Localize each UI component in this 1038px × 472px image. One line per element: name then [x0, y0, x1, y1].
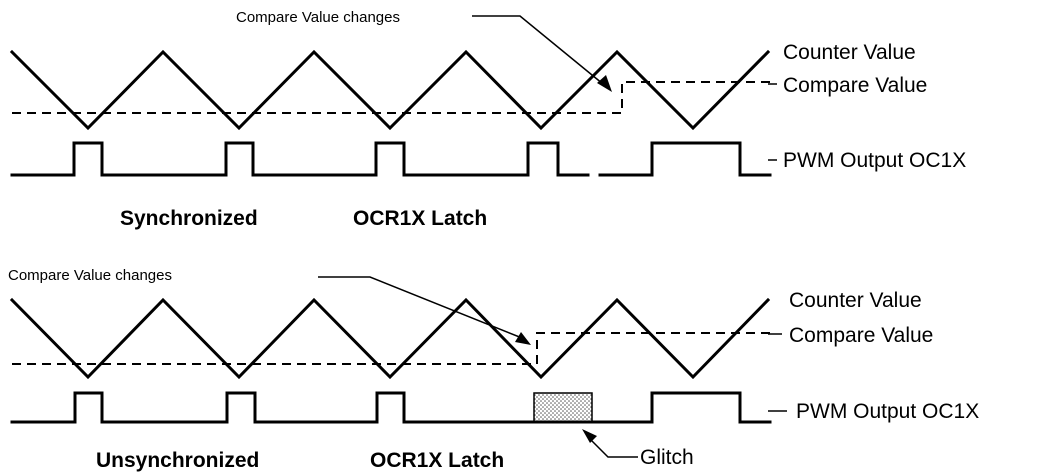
bottom-annotation-leader [318, 276, 523, 339]
bottom-counter-value-wave [9, 297, 771, 380]
bottom-annotation-arrowhead [515, 332, 531, 345]
top-compare-value-line [12, 81, 770, 114]
synchronized-panel: Compare Value changes Counter Value Comp… [9, 9, 966, 230]
glitch-pointer-arrowhead [582, 429, 597, 443]
bottom-caption-ocr1x-latch: OCR1X Latch [370, 449, 504, 472]
bottom-pwm-output-wave [10, 391, 772, 424]
top-annotation-arrowhead [597, 75, 612, 92]
bottom-compare-value-line [12, 332, 770, 365]
bottom-counter-value-label: Counter Value [789, 289, 922, 312]
bottom-pwm-output-label: PWM Output OC1X [796, 400, 979, 423]
top-annotation-text: Compare Value changes [236, 9, 400, 26]
top-compare-value-label: Compare Value [783, 74, 927, 97]
bottom-compare-value-label: Compare Value [789, 324, 933, 347]
bottom-annotation-text: Compare Value changes [8, 267, 172, 284]
unsynchronized-panel: Compare Value changes Counter Value Comp… [8, 267, 979, 472]
top-pwm-output-label: PWM Output OC1X [783, 149, 966, 172]
top-caption-synchronized: Synchronized [120, 207, 258, 230]
top-counter-value-wave [9, 49, 771, 131]
top-annotation-leader [472, 15, 604, 85]
glitch-region [533, 392, 593, 423]
glitch-label: Glitch [640, 446, 694, 469]
top-pwm-output-wave [10, 141, 772, 177]
top-counter-value-label: Counter Value [783, 41, 916, 64]
top-caption-ocr1x-latch: OCR1X Latch [353, 207, 487, 230]
bottom-caption-unsynchronized: Unsynchronized [96, 449, 259, 472]
glitch-pointer-line [587, 436, 638, 458]
